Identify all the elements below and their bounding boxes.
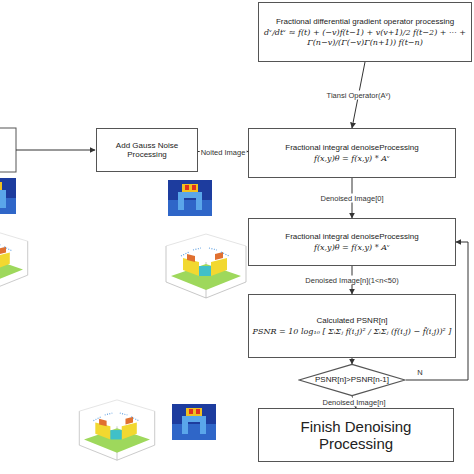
edge-label: Denoised Image[n] (322, 398, 387, 407)
operator-box: Fractional differential gradient operato… (258, 2, 472, 62)
process-box: Add Gauss Noise Processing (96, 128, 198, 172)
input-arrow (16, 150, 95, 151)
edge-label: Denoised Image[n](1<n<50) (304, 276, 399, 285)
edge-label: N (416, 368, 423, 377)
edge-label: Noited Image (200, 147, 247, 156)
surface-plot (0, 230, 28, 290)
node-title: PSNR[n]>PSNR[n-1] (312, 374, 392, 385)
image-thumbnail (172, 404, 216, 440)
flow-arrow (352, 358, 353, 364)
process-box: Fractional integral denoiseProcessingf(x… (248, 218, 456, 266)
edge-label: Tiansi Operator(Aᵛ) (326, 91, 392, 100)
node-formula: PSNR = 10 log₁₀ [ ΣᵢΣⱼ f(i,j)² / ΣᵢΣⱼ (f… (250, 326, 455, 338)
surface-plot (79, 400, 154, 460)
image-thumbnail (168, 180, 212, 216)
process-box: Fractional integral denoiseProcessingf(x… (248, 128, 456, 178)
node-formula: f(x,y)θ = f(x,y) * Aᵛ (311, 242, 393, 254)
psnr-box: Calculated PSNR[n]PSNR = 10 log₁₀ [ ΣᵢΣⱼ… (248, 294, 456, 358)
terminal-box: Finish Denoising Processing (258, 408, 454, 462)
surface-plot (166, 234, 246, 298)
decision-diamond: PSNR[n]>PSNR[n-1] (298, 364, 406, 396)
node-formula: f(x,y)θ = f(x,y) * Aᵛ (311, 153, 393, 165)
image-thumbnail (0, 178, 16, 214)
node-formula: dᵛ/dtᵛ ≈ f(t) + (−v)f(t−1) + v(v+1)/2 f(… (259, 27, 471, 48)
node-title: Fractional integral denoiseProcessing (282, 142, 421, 153)
node-title: Fractional integral denoiseProcessing (282, 231, 421, 242)
node-title: Finish Denoising Processing (259, 417, 453, 454)
edge-label: Denoised Image[0] (320, 194, 385, 203)
node-title: Calculated PSNR[n] (313, 315, 390, 326)
cut-off-box (0, 128, 16, 172)
node-title: Add Gauss Noise Processing (97, 140, 197, 160)
diamond-shape (299, 364, 405, 395)
node-title: Fractional differential gradient operato… (273, 16, 457, 27)
flow-arrow (406, 242, 468, 380)
